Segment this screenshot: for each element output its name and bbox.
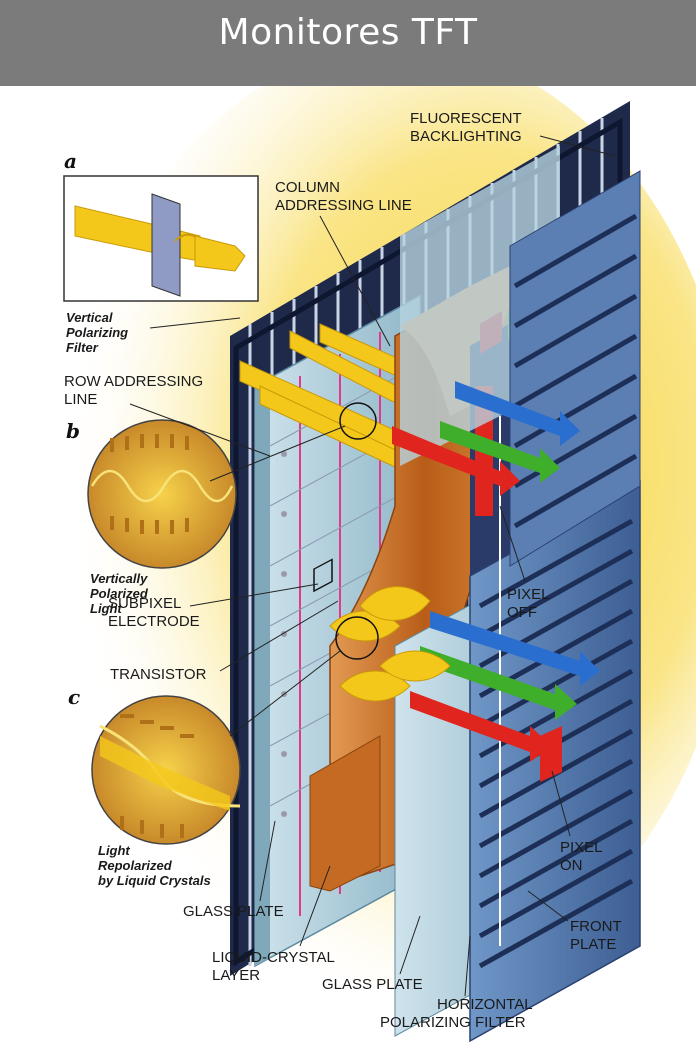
highlight-circle-lower	[335, 616, 379, 660]
label-column-line-1: COLUMN	[275, 179, 340, 196]
inset-a-caption-3: Filter	[66, 340, 99, 355]
twisted-crystals	[329, 586, 451, 702]
inset-a-caption-2: Polarizing	[66, 325, 128, 340]
highlight-circle-upper	[339, 402, 377, 440]
inset-a-caption-1: Vertical	[66, 310, 113, 325]
inset-b-caption-1: Vertically	[90, 571, 148, 586]
label-horizontal-line-1: HORIZONTAL	[437, 996, 533, 1013]
label-pixel-on-line-1: PIXEL	[560, 839, 603, 856]
header-bar: Monitores TFT	[0, 0, 696, 86]
label-lc-line-1: LIQUID-CRYSTAL	[212, 949, 335, 966]
inset-c-letter: c	[68, 685, 80, 709]
label-pixel-on-line-2: ON	[560, 857, 583, 874]
light-arrows-on	[410, 611, 600, 782]
label-pixel-off-line-1: PIXEL	[507, 586, 550, 603]
label-row-line-2: LINE	[64, 391, 97, 408]
tft-diagram: a Vertical Polarizing Filter b	[0, 46, 696, 1045]
light-arrows-off	[392, 381, 580, 496]
label-row-line-1: ROW ADDRESSING	[64, 373, 203, 390]
label-glass-plate-mid: GLASS PLATE	[322, 976, 423, 993]
label-fluorescent-line-2: BACKLIGHTING	[410, 128, 522, 145]
label-front-line-2: PLATE	[570, 936, 616, 953]
label-glass-plate-left: GLASS PLATE	[183, 903, 284, 920]
labels: FLUORESCENT BACKLIGHTING COLUMN ADDRESSI…	[64, 110, 622, 1031]
label-subpixel-line-1: SUBPIXEL	[108, 595, 181, 612]
inset-b-letter: b	[66, 419, 80, 443]
label-horizontal-line-2: POLARIZING FILTER	[380, 1014, 526, 1031]
label-front-line-1: FRONT	[570, 918, 622, 935]
inset-c-caption-2: Repolarized	[98, 858, 173, 873]
tft-diagram-svg: a Vertical Polarizing Filter b	[60, 46, 696, 1043]
inset-b-caption-2: Polarized	[90, 586, 149, 601]
inset-c: c Light Repolarized by Liquid Crystals	[68, 650, 341, 888]
label-pixel-off-line-2: OFF	[507, 604, 537, 621]
label-transistor: TRANSISTOR	[110, 666, 207, 683]
inset-c-caption-1: Light	[98, 843, 130, 858]
label-lc-line-2: LAYER	[212, 967, 260, 984]
inset-a: a Vertical Polarizing Filter	[63, 149, 259, 355]
page-title: Monitores TFT	[218, 12, 478, 53]
inset-b: b Vertically Polarized Light	[66, 419, 346, 616]
inset-c-caption-3: by Liquid Crystals	[98, 873, 211, 888]
label-subpixel-line-2: ELECTRODE	[108, 613, 200, 630]
inset-a-letter: a	[64, 149, 77, 173]
label-fluorescent-line-1: FLUORESCENT	[410, 110, 522, 127]
label-column-line-2: ADDRESSING LINE	[275, 197, 412, 214]
inset-b-caption-3: Light	[90, 601, 122, 616]
